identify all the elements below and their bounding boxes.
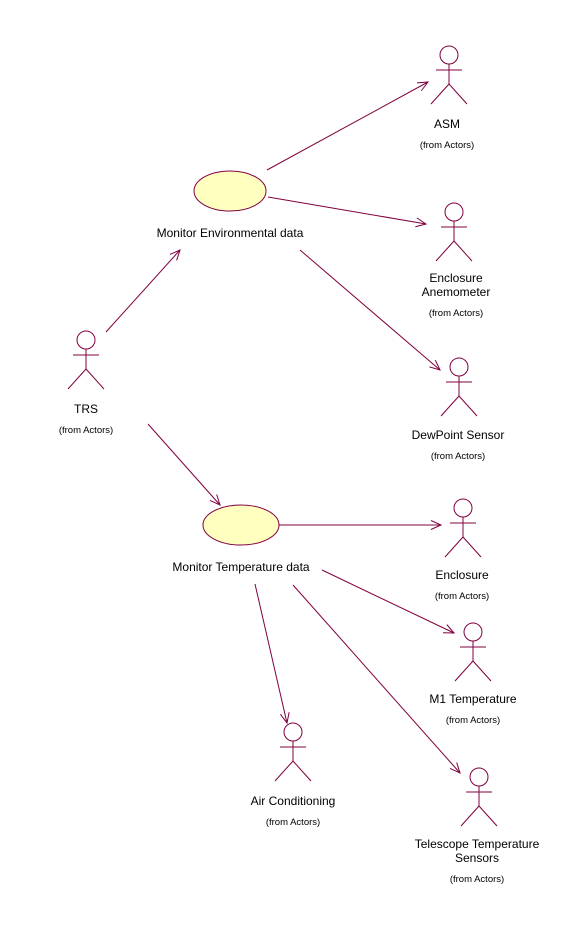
actor-name: DewPoint Sensor [412,428,505,442]
actor-package-note: (from Actors) [429,308,483,319]
actor-leg-right [462,536,482,558]
actor-package-note: (from Actors) [431,451,485,462]
actor-aircon[interactable]: Air Conditioning (from Actors) [251,722,336,828]
arrowhead [416,81,430,92]
actor-leg-left [435,240,455,262]
association-line [292,584,461,774]
actor-package-note: (from Actors) [435,591,489,602]
actor-leg-right [448,83,468,105]
association-uc_env-to-enc_anem [267,196,428,228]
actor-leg-right [453,240,473,262]
associations [105,81,461,774]
association-line [266,81,429,171]
actor-name: Air Conditioning [251,794,336,808]
arrowhead [449,762,461,774]
actor-head [469,767,489,787]
stick-figure-icon [440,357,478,417]
use-case-ellipse [202,504,280,546]
actor-leg-right [458,395,478,417]
arrowhead [430,520,443,530]
actor-name: Enclosure [429,271,483,285]
actor-name: ASM [434,117,460,131]
stick-figure-icon [67,330,105,390]
association-uc_temp-to-enclosure [279,520,443,530]
actor-head [463,622,483,642]
actor-leg-left [444,536,464,558]
actor-head [444,202,464,222]
actor-package-note: (from Actors) [59,425,113,436]
actor-leg-left [454,660,474,682]
actor-leg-right [478,805,498,827]
association-uc_temp-to-teltemp [292,584,461,774]
actor-name: Anemometer [422,285,491,299]
stick-figure-icon [444,498,482,558]
association-uc_env-to-dewpoint [299,249,441,371]
actor-head [453,498,473,518]
actor-asm[interactable]: ASM (from Actors) [420,45,474,151]
actor-head [449,357,469,377]
association-line [267,196,427,225]
association-line [299,249,441,371]
arrowhead [429,359,441,371]
association-line [147,423,221,506]
association-line [254,583,288,724]
actor-name: M1 Temperature [429,692,516,706]
actor-name: Telescope Temperature [415,837,540,851]
actor-leg-right [85,368,105,390]
actor-leg-right [472,660,492,682]
actor-enclosure[interactable]: Enclosure (from Actors) [435,498,489,602]
association-uc_temp-to-aircon [254,583,290,725]
association-line [105,249,181,333]
actor-name: Enclosure [435,568,489,582]
actor-head [439,45,459,65]
actor-leg-left [67,368,87,390]
use-case-label: Monitor Temperature data [172,560,310,574]
use-case-uc-temp[interactable]: Monitor Temperature data [172,504,310,574]
actor-leg-left [440,395,460,417]
stick-figure-icon [274,722,312,782]
association-uc_temp-to-m1temp [321,569,456,634]
actor-dewpoint[interactable]: DewPoint Sensor (from Actors) [412,357,505,462]
actor-package-note: (from Actors) [446,715,500,726]
use-case-label: Monitor Environmental data [157,226,304,240]
association-uc_env-to-asm [266,81,430,171]
actor-name: TRS [74,402,98,416]
stick-figure-icon [460,767,498,827]
stick-figure-icon [435,202,473,262]
actor-package-note: (from Actors) [266,817,320,828]
actor-name: Sensors [455,851,499,865]
association-trs-to-uc_temp [147,423,221,506]
actor-head [283,722,303,742]
arrowhead [279,712,290,725]
stick-figure-icon [430,45,468,105]
actor-leg-right [292,760,312,782]
actor-leg-left [430,83,450,105]
actor-package-note: (from Actors) [450,874,504,885]
arrowhead [169,249,181,261]
arrowhead [209,494,221,506]
actor-leg-left [460,805,480,827]
association-line [321,569,455,634]
arrowhead [415,217,428,228]
arrowhead [442,624,456,634]
actor-trs[interactable]: TRS (from Actors) [59,330,113,436]
use-case-ellipse [193,170,267,212]
use-case-uc-env[interactable]: Monitor Environmental data [157,170,304,240]
association-trs-to-uc_env [105,249,181,333]
actor-package-note: (from Actors) [420,140,474,151]
stick-figure-icon [454,622,492,682]
actor-leg-left [274,760,294,782]
actor-head [76,330,96,350]
actor-m1temp[interactable]: M1 Temperature (from Actors) [429,622,517,726]
